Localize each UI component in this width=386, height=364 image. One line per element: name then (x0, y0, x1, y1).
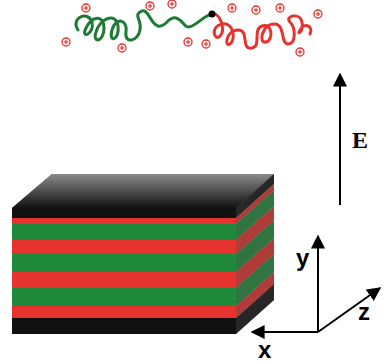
axis-label: x (258, 338, 271, 362)
block-front-face (12, 208, 236, 334)
block-side-face (236, 174, 274, 334)
x-axis (252, 331, 318, 333)
red-block-chain (212, 14, 311, 48)
green-block-chain (76, 11, 212, 40)
junction-dot (209, 11, 216, 18)
z-axis (318, 288, 380, 332)
y-axis (317, 236, 319, 332)
field-arrow (339, 74, 341, 205)
counterions (62, 0, 322, 56)
axis-label: y (296, 246, 309, 270)
block-top-shade (12, 174, 274, 208)
axis-label: z (358, 300, 370, 324)
field-label: E (352, 128, 368, 152)
block-top-face (12, 174, 274, 208)
